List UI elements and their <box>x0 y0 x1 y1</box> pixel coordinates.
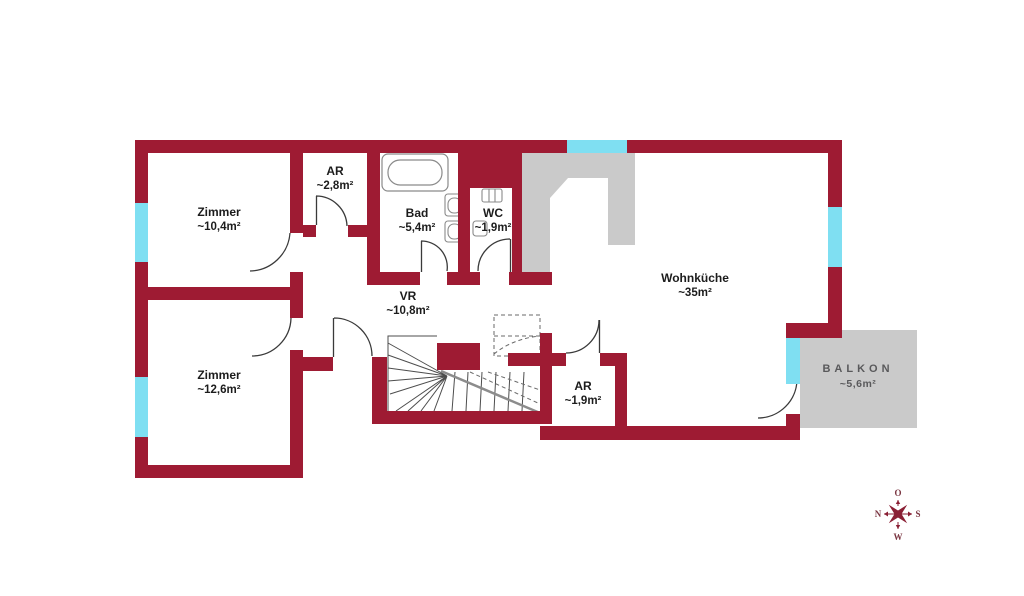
wall-under-wc <box>509 272 552 285</box>
wall-vertical-c <box>290 350 303 478</box>
toilet-icon <box>472 188 503 237</box>
door-entry <box>332 317 373 357</box>
room-name: VR <box>399 289 417 303</box>
window-balcony-door <box>786 338 800 384</box>
room-area: ~2,8m² <box>316 180 354 192</box>
wall-under-bad-a <box>367 272 420 285</box>
wall-right-middle <box>828 267 842 338</box>
room-area: ~1,9m² <box>564 395 602 407</box>
room-name: Wohnküche <box>661 271 729 285</box>
door-wc <box>477 238 512 272</box>
room-label-wc: WC ~1,9m² <box>475 206 512 236</box>
wall-balcony-stub <box>786 323 842 338</box>
door-ar-bottom <box>565 319 601 354</box>
room-area: ~1,9m² <box>474 222 512 234</box>
room-area: ~12,6m² <box>197 384 241 396</box>
room-area: ~5,6m² <box>839 378 877 390</box>
compass-letter-left: N <box>875 509 882 519</box>
room-area: ~10,4m² <box>197 221 241 233</box>
room-area: ~5,4m² <box>398 222 436 234</box>
room-name: WC <box>482 206 503 220</box>
room-label-balkon: BALKON ~5,6m² <box>822 362 893 392</box>
room-area: ~35m² <box>678 287 712 299</box>
room-name: BALKON <box>822 363 894 375</box>
compass-letter-top: O <box>894 488 901 498</box>
room-name: Bad <box>405 206 429 220</box>
door-balcony <box>757 378 798 419</box>
room-label-wohnkueche: Wohnküche ~35m² <box>661 271 729 301</box>
wall-stair-top-stub <box>508 353 552 366</box>
room-label-bad: Bad ~5,4m² <box>399 206 436 236</box>
wall-left-upper <box>135 140 148 203</box>
window-top-wohnkueche <box>567 140 627 153</box>
room-area: ~10,8m² <box>386 305 430 317</box>
staircase <box>387 314 541 415</box>
wall-entry-stub <box>303 357 333 371</box>
wall-stair-block <box>437 343 480 370</box>
compass-letter-bottom: W <box>894 532 903 542</box>
wall-entry-right <box>372 357 387 424</box>
door-ar-top <box>315 195 348 227</box>
window-right-wohnkueche <box>828 207 842 267</box>
room-name: Zimmer <box>197 368 241 382</box>
room-name: Zimmer <box>197 205 241 219</box>
window-zimmer2 <box>135 377 148 437</box>
door-zimmer2 <box>251 317 292 357</box>
room-label-ar-bottom: AR ~1,9m² <box>565 379 602 409</box>
balcony-area <box>800 330 917 428</box>
wall-shaft-left <box>512 153 522 273</box>
wall-bad-wc-divider <box>458 188 470 272</box>
wall-bad-left <box>367 140 380 285</box>
wall-stair-bottom <box>372 411 552 424</box>
wall-stair-right <box>540 333 552 424</box>
wall-under-bad-b <box>447 272 480 285</box>
wall-right-upper <box>828 140 842 207</box>
room-label-zimmer1: Zimmer ~10,4m² <box>197 205 240 235</box>
room-label-vr: VR ~10,8m² <box>386 289 429 319</box>
room-name: AR <box>574 379 592 393</box>
wall-ar-bottom-right <box>615 353 627 440</box>
window-zimmer1 <box>135 203 148 262</box>
wall-zimmer-divider <box>135 287 303 300</box>
door-arcs <box>249 195 798 419</box>
wall-bottom-main <box>540 426 800 440</box>
wall-ar-bottom-top-left <box>552 353 566 366</box>
room-label-zimmer2: Zimmer ~12,6m² <box>197 368 240 398</box>
door-zimmer1 <box>249 232 291 272</box>
wall-vertical-b <box>290 272 303 318</box>
wall-ar-top-bottom-left <box>303 225 316 237</box>
compass-rose: O N S W <box>875 488 921 542</box>
wall-block-top <box>458 140 522 188</box>
compass-letter-right: S <box>915 509 920 519</box>
bathtub-icon <box>381 153 449 192</box>
wall-left-middle <box>135 262 148 377</box>
wall-vertical-a <box>290 145 303 233</box>
door-bad <box>420 240 448 272</box>
room-name: AR <box>326 164 344 178</box>
wall-bottom-zimmer2 <box>135 465 303 478</box>
shaft-area <box>522 153 635 272</box>
room-label-ar-top: AR ~2,8m² <box>317 164 354 194</box>
